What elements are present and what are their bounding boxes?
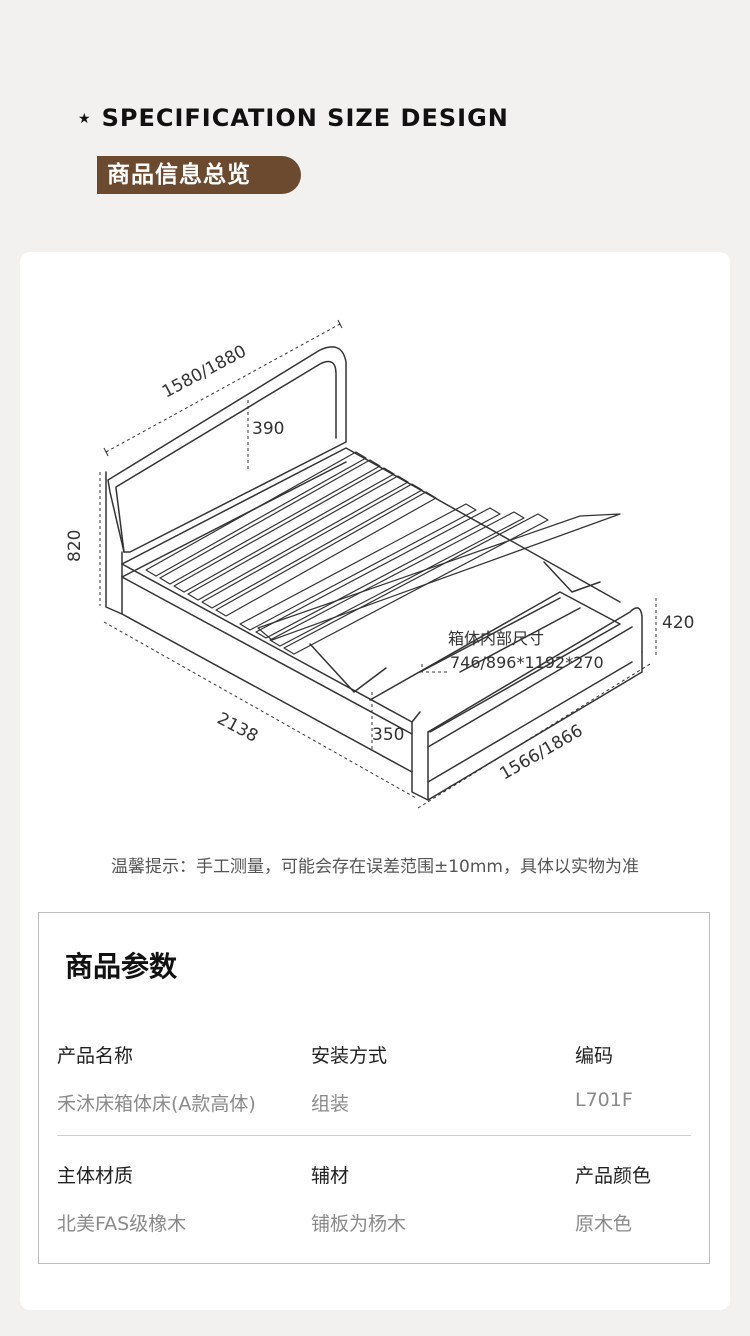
slats — [145, 451, 621, 655]
param-label: 辅材 — [311, 1165, 350, 1187]
star-icon: ★ — [78, 111, 92, 127]
params-row-1: 产品名称 禾沐床箱体床(A款高体) 安装方式 组装 编码 L701F — [39, 1041, 711, 1141]
dim-headboard-inset: 390 — [252, 419, 284, 439]
overview-badge: 商品信息总览 — [97, 156, 301, 194]
param-label: 编码 — [575, 1045, 614, 1067]
param-label: 产品颜色 — [575, 1165, 652, 1187]
params-title: 商品参数 — [65, 950, 178, 983]
param-label: 主体材质 — [57, 1165, 134, 1187]
spec-title: ★ SPECIFICATION SIZE DESIGN — [78, 104, 509, 132]
param-label: 安装方式 — [311, 1045, 388, 1067]
measurement-note: 温馨提示：手工测量，可能会存在误差范围±10mm，具体以实物为准 — [111, 857, 639, 877]
content-card: 1580/1880 390 820 2138 350 420 1566/1866… — [20, 252, 730, 1310]
header: ★ SPECIFICATION SIZE DESIGN 商品信息总览 — [0, 0, 750, 250]
params-row-2: 主体材质 北美FAS级橡木 辅材 铺板为杨木 产品颜色 原木色 — [39, 1161, 711, 1261]
param-value: 原木色 — [575, 1213, 633, 1235]
spec-title-text: SPECIFICATION SIZE DESIGN — [101, 104, 509, 132]
dim-headboard-height: 820 — [65, 530, 85, 562]
box-label: 箱体内部尺寸 — [448, 629, 544, 648]
param-value: 组装 — [311, 1093, 350, 1115]
dim-headboard-width: 1580/1880 — [159, 341, 250, 402]
box-size: 746/896*1192*270 — [450, 653, 604, 672]
param-label: 产品名称 — [57, 1045, 134, 1067]
dim-width: 1566/1866 — [497, 721, 587, 784]
param-value: 禾沐床箱体床(A款高体) — [57, 1093, 256, 1115]
bed-diagram: 1580/1880 390 820 2138 350 420 1566/1866… — [65, 319, 694, 809]
param-value: 铺板为杨木 — [311, 1213, 407, 1235]
dim-length: 2138 — [214, 709, 262, 747]
params-panel: 商品参数 产品名称 禾沐床箱体床(A款高体) 安装方式 组装 编码 L701F … — [38, 912, 710, 1264]
headboard — [107, 346, 347, 553]
dim-line-headboard-width — [105, 323, 341, 453]
dim-box-height: 420 — [662, 613, 694, 633]
params-divider — [57, 1135, 691, 1136]
param-value: L701F — [575, 1089, 633, 1111]
param-value: 北美FAS级橡木 — [57, 1213, 187, 1235]
dim-side-height: 350 — [372, 725, 404, 745]
box-leader-line — [421, 664, 448, 673]
